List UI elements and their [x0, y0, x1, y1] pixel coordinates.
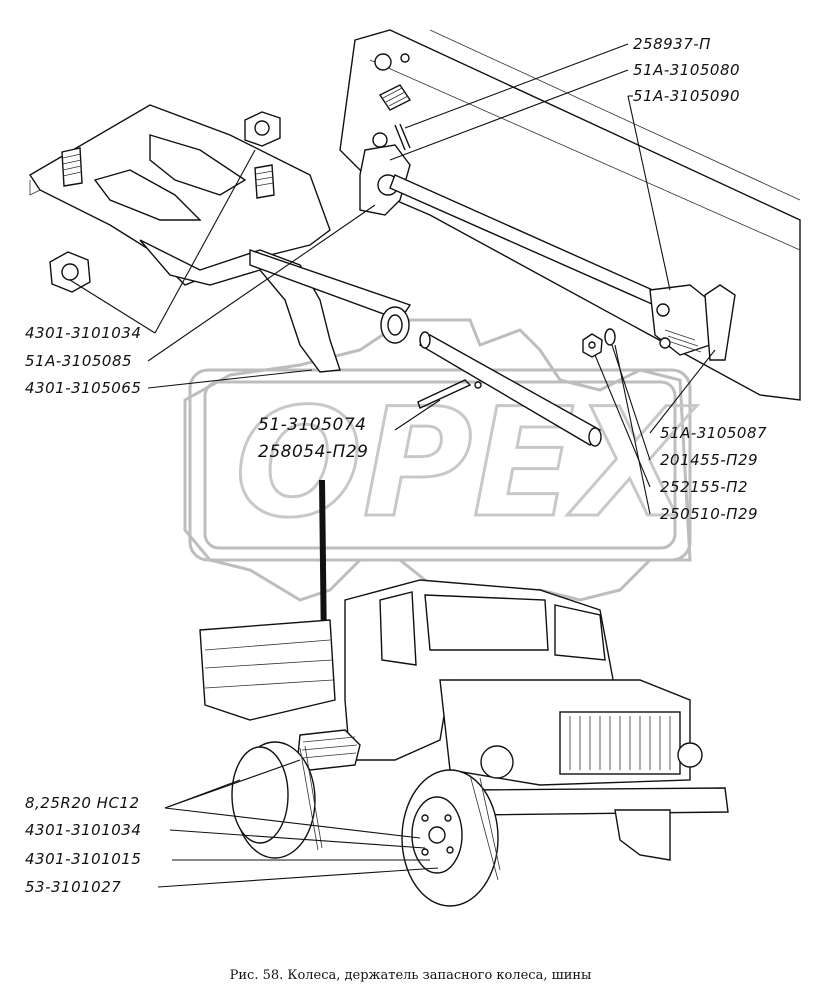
- callout-label: 4301-3101015: [25, 850, 141, 868]
- spare-wheel: [297, 729, 361, 771]
- callout-label: 4301-3101034: [25, 324, 141, 342]
- callout-label: 250510-П29: [660, 505, 758, 523]
- headlight: [480, 745, 514, 779]
- callout-label: 51А-3105087: [660, 424, 767, 442]
- callout-label: 51А-3105090: [633, 87, 740, 105]
- studs-and-nuts: [49, 111, 281, 293]
- headlight: [677, 742, 703, 768]
- callout-label: 53-3101027: [25, 878, 121, 896]
- front-wheel-right: [614, 809, 671, 861]
- windshield: [424, 594, 549, 651]
- bracket-right: [649, 284, 736, 361]
- frame-hole: [400, 53, 410, 63]
- callout-label: 51-3105074: [258, 415, 366, 435]
- cab-door-window: [379, 591, 417, 666]
- frame-side-member: [339, 29, 801, 401]
- windshield: [554, 604, 606, 661]
- watermark-logo: OPEX: [183, 318, 698, 612]
- truck-illustration: [199, 579, 729, 907]
- nut-and-washer: [582, 328, 616, 358]
- callout-label: 258054-П29: [258, 442, 368, 462]
- stud-bolt: [378, 84, 412, 111]
- callout-label: 258937-П: [633, 35, 711, 53]
- callout-label: 51А-3105085: [25, 352, 132, 370]
- cotter-pin: [417, 379, 472, 409]
- callout-label: 4301-3101034: [25, 821, 141, 839]
- leader-lines: [69, 43, 716, 888]
- callout-label: 4301-3105065: [25, 379, 141, 397]
- front-bumper: [469, 787, 729, 816]
- watermark-text: OPEX: [235, 377, 697, 551]
- cotter-pin: [394, 123, 411, 151]
- callout-label: 201455-П29: [660, 451, 758, 469]
- pin-and-cotter: [417, 331, 602, 447]
- callout-label: 51А-3105080: [633, 61, 740, 79]
- figure-caption: Рис. 58. Колеса, держатель запасного кол…: [229, 968, 592, 983]
- frame-hole: [374, 53, 392, 71]
- callout-label: 252155-П2: [660, 478, 748, 496]
- callout-label: 8,25R20 НС12: [25, 794, 140, 812]
